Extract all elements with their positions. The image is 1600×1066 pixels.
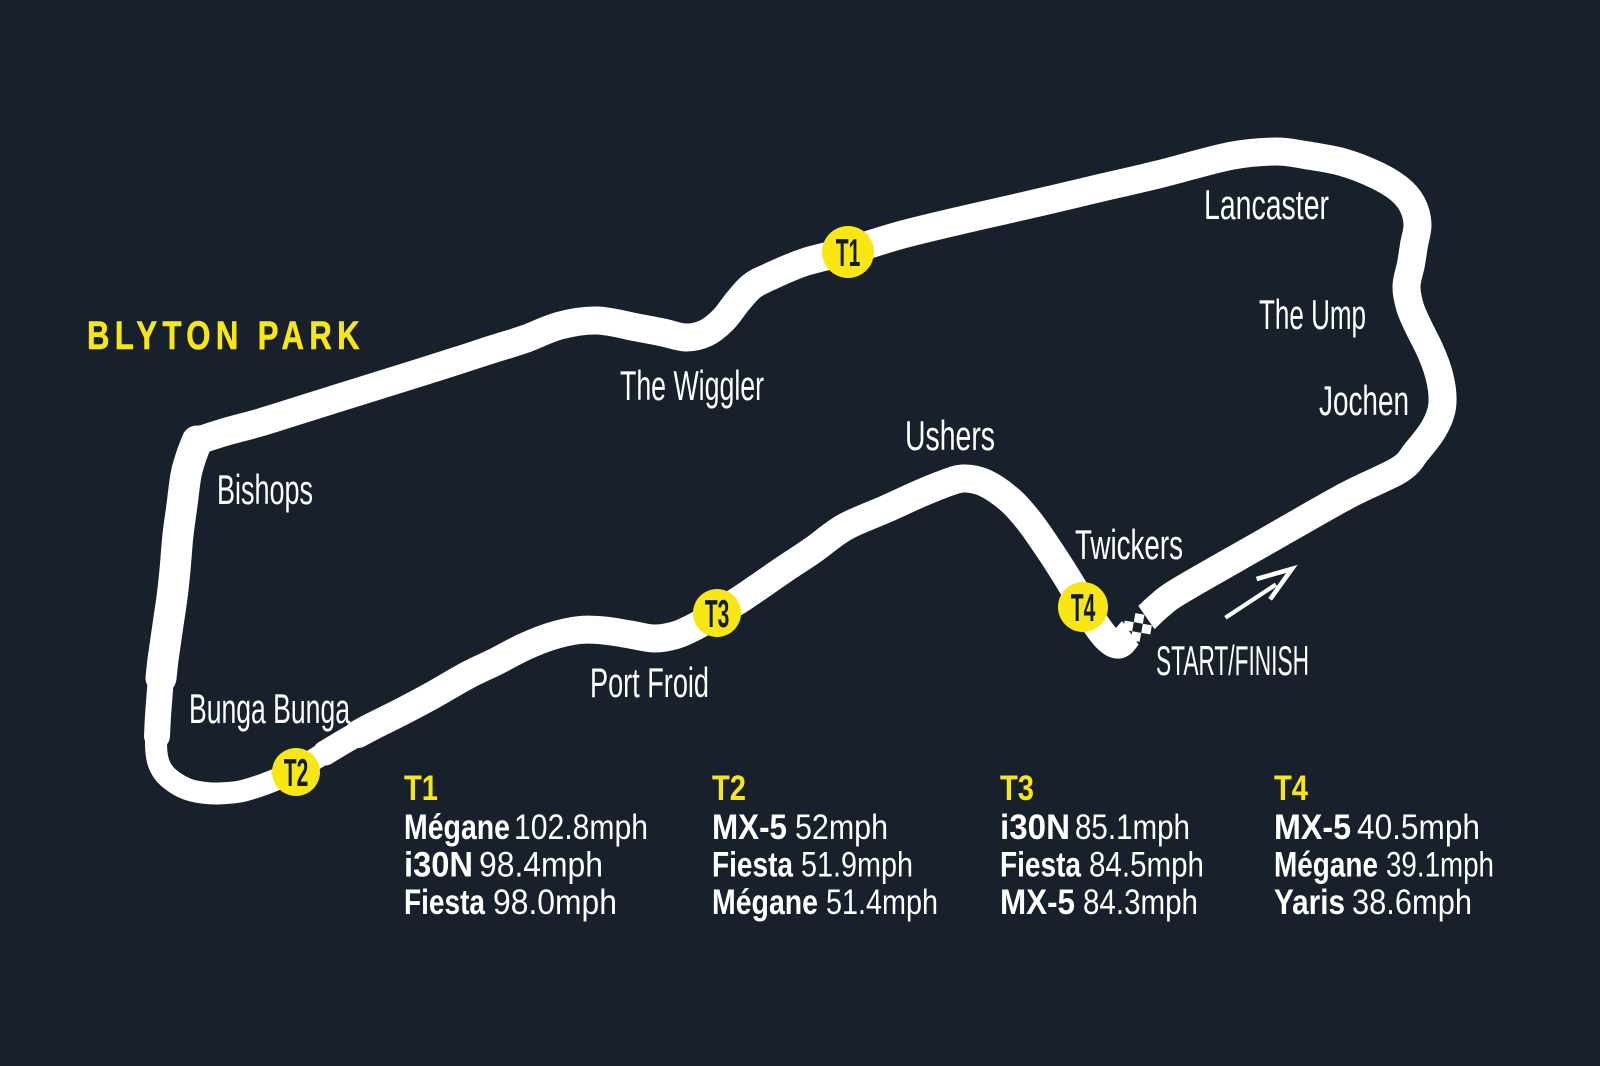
svg-text:Mégane: Mégane (1274, 846, 1378, 885)
svg-text:T1: T1 (836, 232, 861, 275)
svg-text:40.5mph: 40.5mph (1357, 808, 1480, 847)
svg-text:T2: T2 (712, 769, 746, 808)
svg-text:84.3mph: 84.3mph (1083, 883, 1198, 922)
svg-text:51.4mph: 51.4mph (826, 883, 938, 922)
svg-text:MX-5: MX-5 (712, 808, 787, 847)
svg-text:MX-5: MX-5 (1274, 808, 1351, 847)
svg-text:Twickers: Twickers (1075, 521, 1183, 568)
svg-text:The Ump: The Ump (1259, 291, 1366, 338)
svg-text:Jochen: Jochen (1319, 377, 1409, 424)
svg-text:Bunga Bunga: Bunga Bunga (189, 685, 350, 732)
svg-text:39.1mph: 39.1mph (1386, 846, 1494, 885)
svg-text:Mégane: Mégane (712, 883, 818, 922)
svg-text:T4: T4 (1274, 769, 1308, 808)
svg-text:Fiesta: Fiesta (1000, 846, 1081, 885)
svg-text:T1: T1 (404, 769, 438, 808)
svg-text:Yaris: Yaris (1274, 883, 1345, 922)
svg-text:38.6mph: 38.6mph (1352, 883, 1472, 922)
svg-text:85.1mph: 85.1mph (1075, 808, 1190, 847)
svg-text:Bishops: Bishops (217, 466, 313, 513)
svg-text:Ushers: Ushers (905, 412, 995, 459)
svg-text:i30N: i30N (1000, 808, 1070, 847)
svg-text:Fiesta: Fiesta (404, 883, 485, 922)
svg-text:T2: T2 (284, 752, 309, 795)
svg-text:T4: T4 (1071, 587, 1096, 630)
svg-text:i30N: i30N (404, 846, 473, 885)
svg-text:Mégane: Mégane (404, 808, 510, 847)
svg-text:BLYTON PARK: BLYTON PARK (87, 314, 365, 358)
svg-text:T3: T3 (705, 593, 730, 636)
svg-text:Lancaster: Lancaster (1204, 181, 1329, 228)
svg-text:T3: T3 (1000, 769, 1034, 808)
svg-text:98.4mph: 98.4mph (479, 846, 603, 885)
svg-text:START/FINISH: START/FINISH (1156, 637, 1309, 684)
svg-text:51.9mph: 51.9mph (801, 846, 913, 885)
svg-text:84.5mph: 84.5mph (1089, 846, 1204, 885)
svg-text:98.0mph: 98.0mph (493, 883, 617, 922)
svg-text:The Wiggler: The Wiggler (620, 362, 764, 409)
svg-text:52mph: 52mph (795, 808, 888, 847)
svg-text:Fiesta: Fiesta (712, 846, 793, 885)
svg-text:Port Froid: Port Froid (590, 659, 709, 706)
svg-text:102.8mph: 102.8mph (514, 808, 648, 847)
svg-text:MX-5: MX-5 (1000, 883, 1075, 922)
